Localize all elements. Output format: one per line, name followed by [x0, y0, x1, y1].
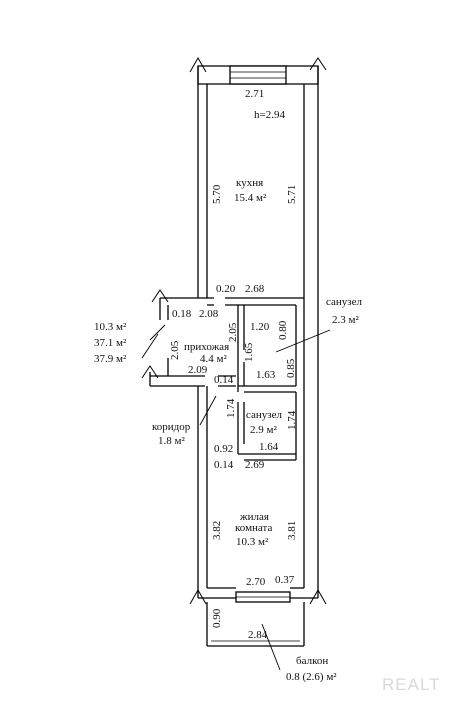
- dim-hall-bottom: 2.09: [188, 364, 208, 376]
- corridor-area: 1.8 м²: [158, 435, 185, 447]
- summary-total-balcony: 37.9 м²: [94, 353, 127, 365]
- leader-balcony: [261, 623, 281, 671]
- living-area: 10.3 м²: [236, 536, 269, 548]
- bath2-area: 2.9 м²: [250, 424, 277, 436]
- top-window: [229, 65, 287, 85]
- bath1-area: 2.3 м²: [332, 314, 359, 326]
- dim-bath2-left: 1.74: [225, 398, 237, 418]
- dim-liv-left: 3.82: [211, 521, 223, 540]
- leader-summary: [141, 333, 159, 359]
- dim-kitchen-right: 5.71: [286, 185, 298, 204]
- summary-total: 37.1 м²: [94, 337, 127, 349]
- dim-kitchen-bottom-a: 0.20: [216, 283, 236, 295]
- hall-area: 4.4 м²: [200, 353, 227, 365]
- dim-balc-left: 0.90: [211, 608, 223, 628]
- leader-corridor: [199, 395, 217, 426]
- dim-door-a: 0.14: [214, 374, 234, 386]
- dim-liv-top: 2.69: [245, 459, 265, 471]
- dim-hall-c: 2.05: [227, 322, 239, 342]
- break-mark: [189, 588, 207, 605]
- leader-summary: [149, 324, 166, 341]
- hall-name: прихожая: [184, 341, 229, 353]
- dim-liv-right: 3.81: [286, 521, 298, 540]
- labels: 2.71 h=2.94 5.70 5.71 кухня 15.4 м² 0.20…: [94, 88, 441, 694]
- dim-hall-left: 2.05: [169, 340, 181, 360]
- dim-bath1-width: 1.20: [250, 321, 270, 333]
- walls: [141, 56, 331, 671]
- dim-kitchen-left: 5.70: [211, 184, 223, 204]
- kitchen-area: 15.4 м²: [234, 192, 267, 204]
- break-mark: [309, 57, 327, 71]
- dim-balc-width: 2.84: [248, 629, 268, 641]
- watermark-logo: REALT: [382, 675, 441, 694]
- kitchen-name: кухня: [236, 177, 263, 189]
- bath1-name: санузел: [326, 296, 363, 308]
- break-mark: [151, 289, 169, 303]
- dim-kitchen-bottom-b: 2.68: [245, 283, 265, 295]
- dim-bath2-a: 0.92: [214, 443, 233, 455]
- dim-liv-b: 0.37: [275, 574, 295, 586]
- dim-bath2-right: 1.74: [286, 410, 298, 430]
- dim-bath1-e: 0.85: [285, 358, 297, 378]
- ceiling-height: h=2.94: [254, 109, 285, 121]
- corridor-name: коридор: [152, 421, 191, 433]
- dim-kitchen-top: 2.71: [245, 88, 264, 100]
- dim-bath1-height: 0.80: [277, 320, 289, 340]
- summary-living: 10.3 м²: [94, 321, 127, 333]
- dim-hall-d: 1.65: [243, 342, 255, 362]
- bath2-name: санузел: [246, 409, 283, 421]
- break-mark: [189, 56, 207, 73]
- living-name-line1: жилая: [239, 511, 269, 523]
- dim-bath1-f: 1.63: [256, 369, 276, 381]
- dim-liv-bottom: 2.70: [246, 576, 266, 588]
- dim-liv-a: 0.14: [214, 459, 234, 471]
- break-mark: [141, 365, 159, 379]
- balcony-name: балкон: [296, 655, 328, 667]
- dim-hall-b: 2.08: [199, 308, 219, 320]
- dim-hall-a: 0.18: [172, 308, 192, 320]
- break-mark: [309, 588, 327, 605]
- living-name-line2: комната: [235, 522, 272, 534]
- leader-bath1: [275, 329, 331, 353]
- balcony-area: 0.8 (2.6) м²: [286, 671, 337, 683]
- dim-bath2-width: 1.64: [259, 441, 279, 453]
